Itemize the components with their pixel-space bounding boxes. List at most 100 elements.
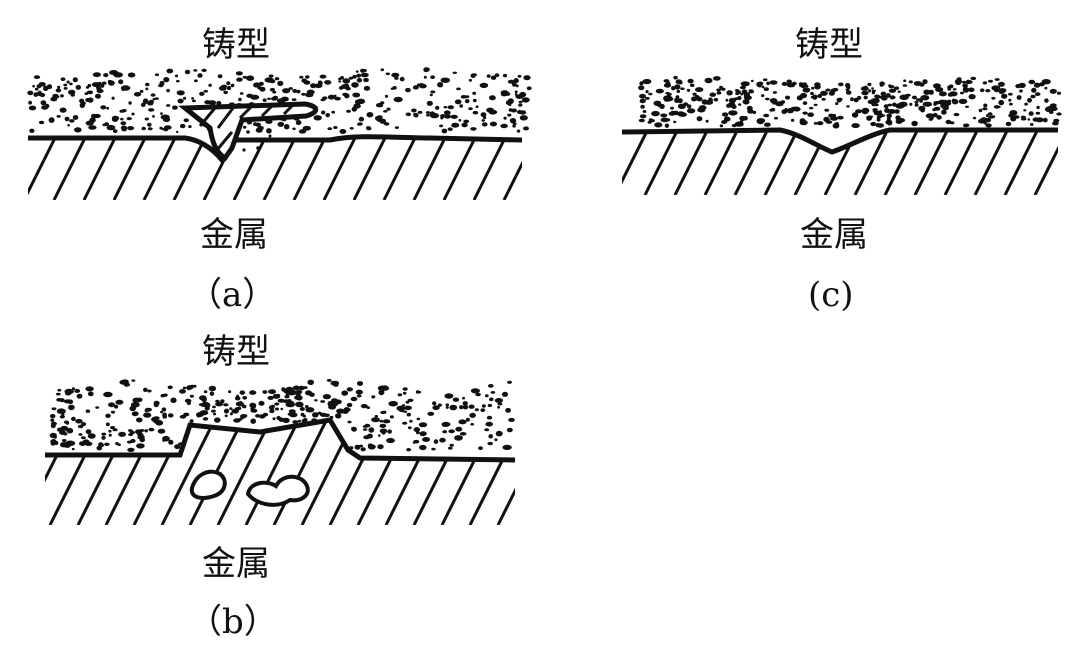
sand-grain xyxy=(346,387,353,392)
sand-grain xyxy=(928,118,933,121)
sand-grain xyxy=(285,390,293,396)
sand-grain xyxy=(268,405,275,410)
sand-grain xyxy=(958,98,968,104)
sand-grain xyxy=(692,92,697,96)
sand-grain xyxy=(514,93,518,96)
sand-grain xyxy=(978,108,983,113)
sand-grain xyxy=(404,405,412,411)
sand-grain xyxy=(360,404,368,409)
sand-grain xyxy=(638,118,645,123)
panel-a-interface-line xyxy=(28,134,523,165)
sand-grain xyxy=(425,111,431,114)
hatch-line xyxy=(52,136,88,200)
sand-grain xyxy=(440,77,451,83)
sand-grain xyxy=(413,439,420,444)
panel-c-drawing xyxy=(621,75,1062,195)
sand-grain xyxy=(33,92,39,97)
sand-grain xyxy=(170,397,177,404)
sand-grain xyxy=(272,393,281,399)
sand-grain xyxy=(127,447,135,452)
sand-grain xyxy=(72,77,78,83)
sand-grain xyxy=(807,112,814,117)
sand-grain xyxy=(935,87,944,93)
hatch-line xyxy=(262,136,298,200)
sand-grain xyxy=(163,77,170,83)
sand-grain xyxy=(672,110,680,116)
sand-grain xyxy=(991,85,1001,91)
sand-grain xyxy=(269,87,275,92)
sand-grain xyxy=(486,74,491,78)
sand-grain xyxy=(851,112,859,118)
sand-grain xyxy=(386,107,391,111)
sand-grain xyxy=(484,428,490,432)
sand-grain xyxy=(145,87,149,91)
sand-grain xyxy=(639,99,645,104)
sand-grain xyxy=(228,390,232,394)
sand-grain xyxy=(1042,117,1048,123)
sand-grain xyxy=(437,403,442,407)
sand-grain xyxy=(176,90,185,96)
sand-grain xyxy=(1008,98,1012,102)
sand-grain xyxy=(838,97,843,102)
sand-grain xyxy=(154,97,159,100)
sand-grain xyxy=(231,408,239,414)
sand-grain xyxy=(100,83,105,88)
sand-grain xyxy=(351,106,357,112)
sand-grain xyxy=(239,92,244,95)
sand-grain xyxy=(780,100,786,104)
hatch-line xyxy=(300,420,357,525)
sand-grain xyxy=(358,444,364,448)
sand-grain xyxy=(60,94,64,98)
sand-grain xyxy=(100,105,107,110)
sand-grain xyxy=(991,96,996,100)
sand-grain xyxy=(721,120,728,124)
sand-grain xyxy=(65,440,76,447)
sand-grain xyxy=(343,83,350,89)
sand-grain xyxy=(375,115,382,121)
panel-c-metal-hatch xyxy=(622,130,1058,195)
sand-grain xyxy=(182,386,187,390)
sand-grain xyxy=(432,401,437,406)
sand-grain xyxy=(64,116,70,122)
sand-grain xyxy=(388,400,399,407)
panel-b-metal-hatch xyxy=(45,418,608,525)
sand-grain xyxy=(508,417,515,422)
sand-grain xyxy=(118,79,124,85)
sand-grain xyxy=(37,93,42,97)
hatch-line xyxy=(883,130,920,195)
hatch-line xyxy=(673,130,710,195)
sand-grain xyxy=(299,75,304,79)
sand-grain xyxy=(172,105,178,110)
sand-grain xyxy=(312,412,319,418)
sand-grain xyxy=(394,77,399,80)
sand-grain xyxy=(147,389,152,393)
sand-grain xyxy=(1027,97,1032,103)
hatch-line xyxy=(496,420,515,525)
sand-grain xyxy=(292,88,298,93)
sand-grain xyxy=(666,92,672,96)
sand-grain xyxy=(120,117,124,121)
sand-grain xyxy=(63,420,70,424)
sand-grain xyxy=(96,86,102,92)
sand-grain xyxy=(489,95,496,101)
sand-grain xyxy=(126,117,132,121)
sand-grain xyxy=(922,79,928,85)
sand-grain xyxy=(678,103,684,107)
sand-grain xyxy=(66,427,74,434)
sand-grain xyxy=(111,115,120,121)
sand-grain xyxy=(674,84,681,90)
sand-grain xyxy=(512,122,517,126)
hatch-line xyxy=(554,418,608,525)
hatch-line xyxy=(216,420,273,525)
sand-grain xyxy=(131,411,139,417)
sand-grain xyxy=(880,91,887,97)
sand-grain xyxy=(500,123,508,129)
sand-grain xyxy=(136,397,143,402)
sand-grain xyxy=(830,116,838,121)
sand-grain xyxy=(307,379,315,385)
sand-grain xyxy=(223,403,229,407)
sand-grain xyxy=(55,88,62,93)
sand-grain xyxy=(215,399,220,403)
sand-grain xyxy=(56,115,61,118)
sand-grain xyxy=(194,79,198,83)
